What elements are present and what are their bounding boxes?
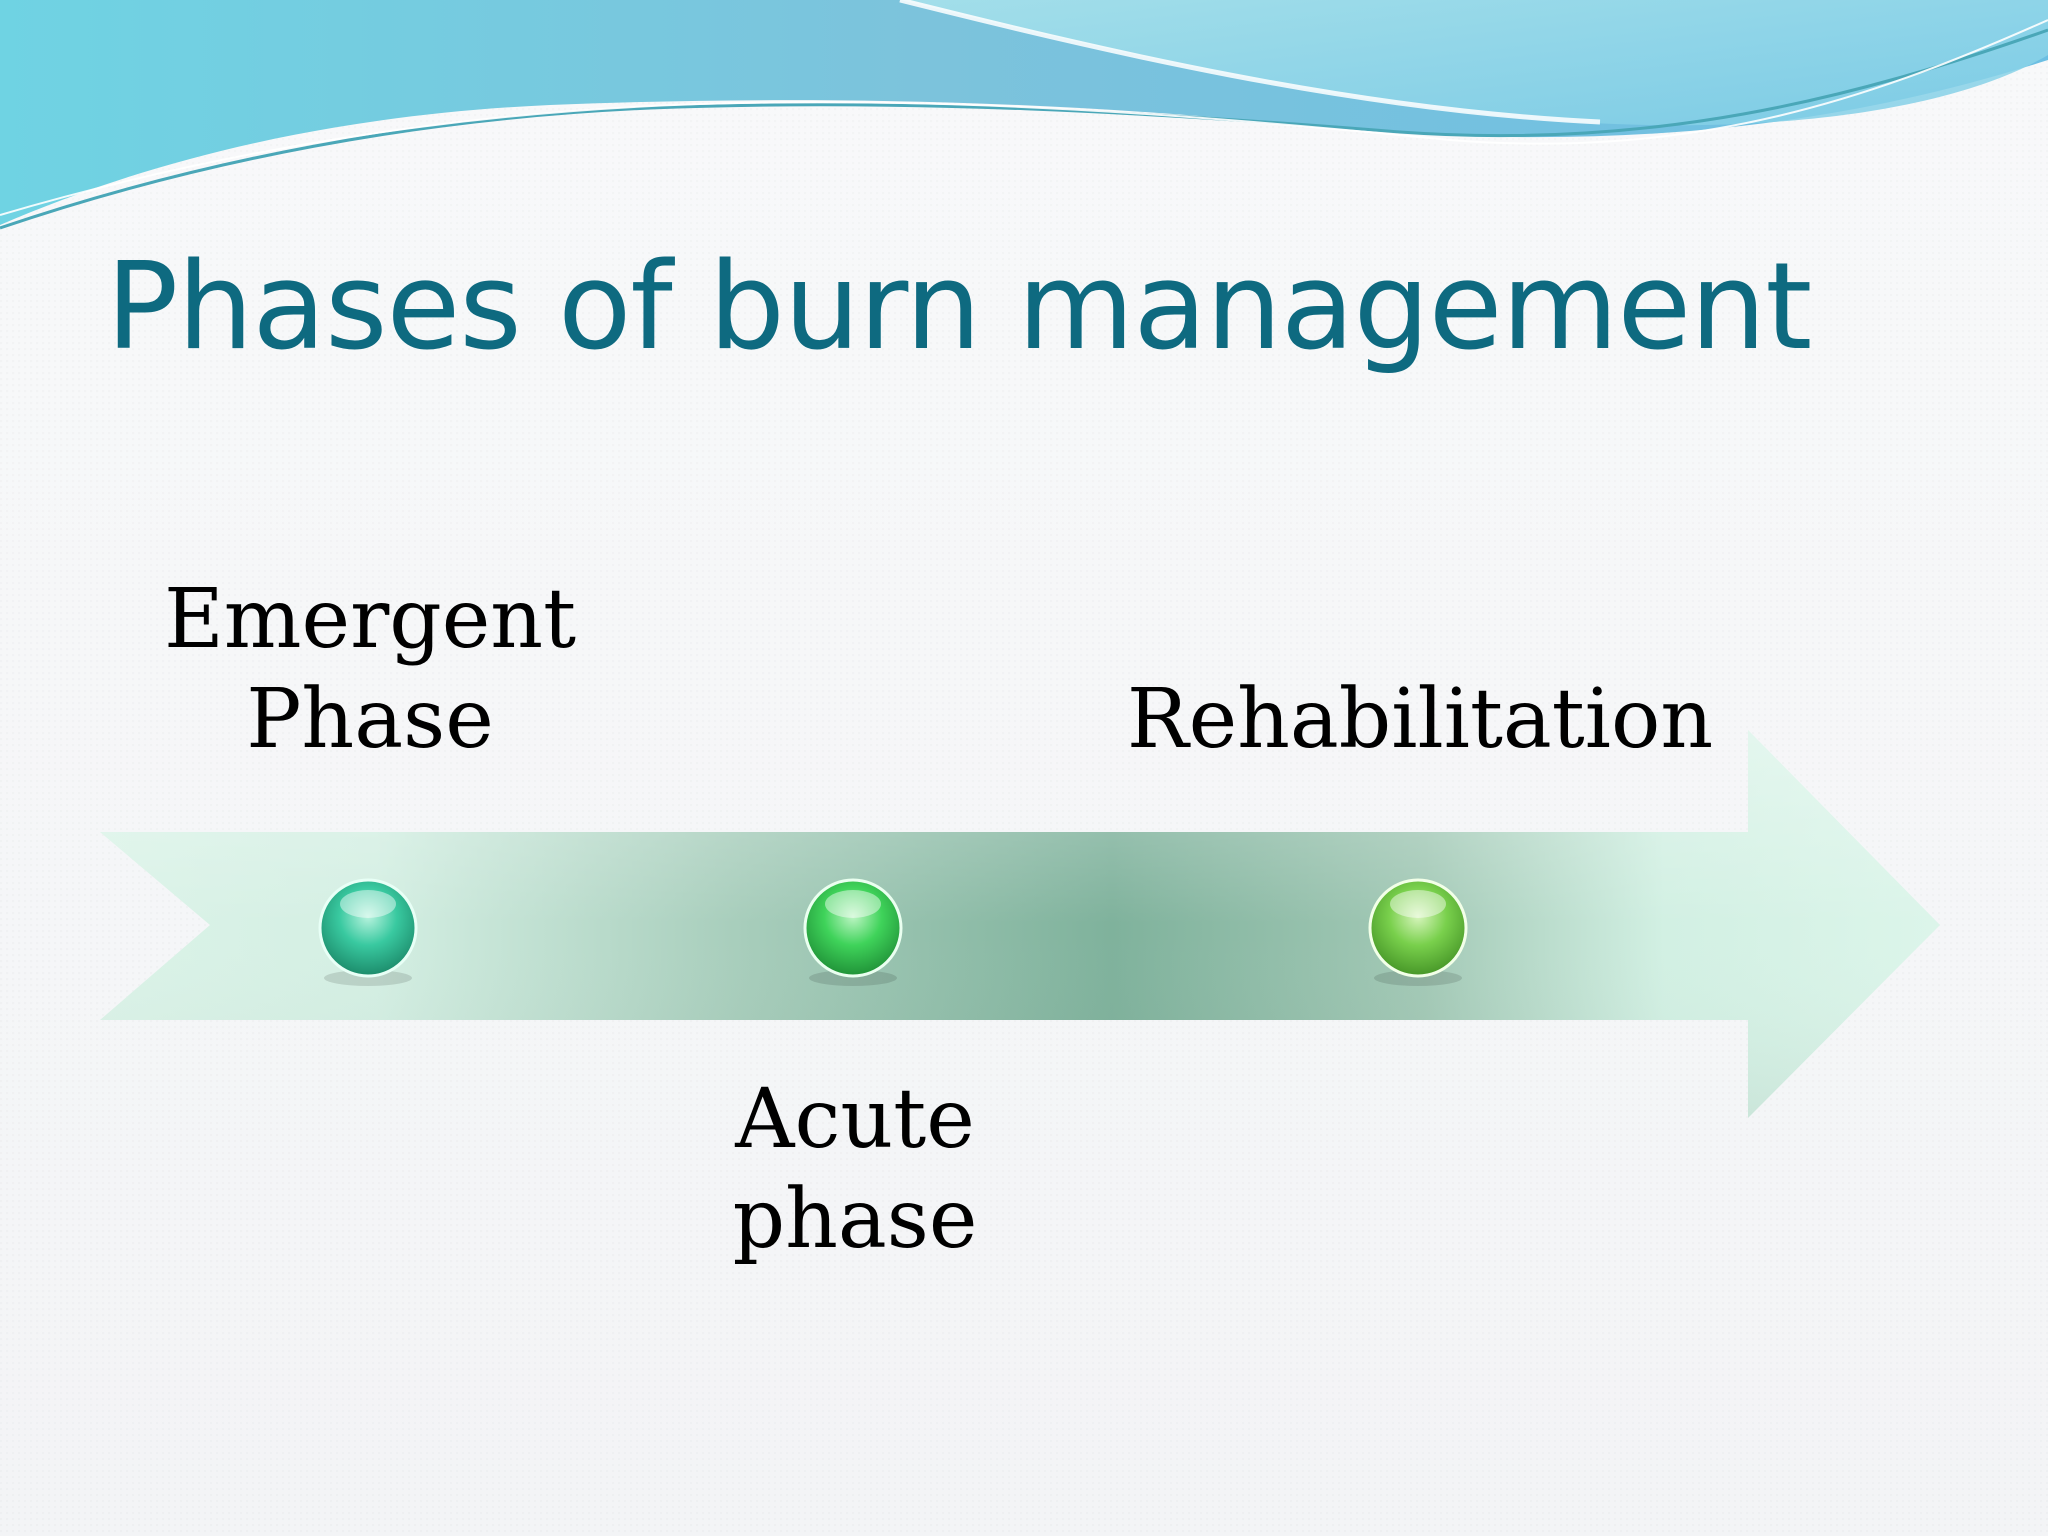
phase-label-emergent: Emergent Phase [140, 570, 600, 770]
phase-label-line: Acute [735, 1072, 975, 1167]
phase-label-rehabilitation: Rehabilitation [1100, 670, 1740, 770]
slide-title: Phases of burn management [106, 238, 1812, 377]
phase-marker-emergent [318, 878, 418, 986]
phase-marker-rehabilitation [1368, 878, 1468, 986]
timeline-arrow [100, 730, 1940, 1118]
phase-label-acute: Acute phase [660, 1070, 1050, 1270]
decorative-wave-header [0, 0, 2048, 230]
phase-marker-acute [803, 878, 903, 986]
phase-label-line: phase [732, 1172, 978, 1267]
phase-label-line: Phase [246, 672, 494, 767]
phase-label-line: Emergent [163, 572, 577, 667]
phase-label-line: Rehabilitation [1126, 672, 1714, 767]
